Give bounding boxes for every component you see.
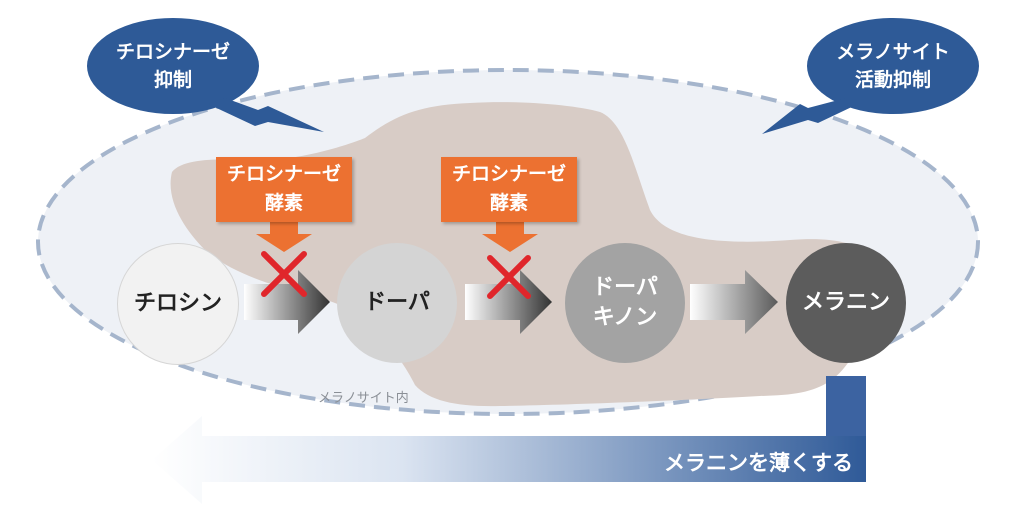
node-melanin: メラニン [786,243,906,363]
bubble-left-text: チロシナーゼ 抑制 [93,38,253,94]
enzyme-box-2-line-1: チロシナーゼ [451,163,566,185]
node-dopa: ドーパ [337,243,457,363]
bubble-left-line-2: 抑制 [153,69,192,91]
speech-bubble-right [762,18,979,134]
enzyme-box-1-line-1: チロシナーゼ [226,163,341,185]
result-arrow-stem [826,376,866,436]
block-mark-2 [487,255,531,299]
node-dopaquinone-line-2: キノン [592,305,658,330]
result-label: メラニンを薄くする [664,451,853,475]
node-dopaquinone: ドーパ キノン [565,243,685,363]
bubble-right-line-1: メラノサイト [836,41,950,63]
speech-bubble-left [87,18,324,132]
node-dopa-label: ドーパ [364,290,430,315]
enzyme-box-2: チロシナーゼ 酵素 [441,157,577,222]
reaction-arrow-2 [465,270,552,334]
bubble-right-line-2: 活動抑制 [854,69,931,91]
enzyme-arrow-2 [482,222,538,252]
enzyme-box-2-line-2: 酵素 [489,192,528,214]
reaction-arrow-3 [690,270,778,334]
enzyme-box-1: チロシナーゼ 酵素 [216,157,352,222]
enzyme-arrow-1 [256,222,312,252]
bubble-left-line-1: チロシナーゼ [115,41,230,63]
node-tyrosine-label: チロシン [133,291,222,316]
node-dopaquinone-line-1: ドーパ [592,275,658,300]
block-mark-1 [261,251,307,297]
bubble-right-text: メラノサイト 活動抑制 [813,38,973,94]
node-melanin-label: メラニン [801,290,890,315]
result-arrow [152,416,866,504]
region-label: メラノサイト内 [318,391,409,406]
enzyme-box-1-line-2: 酵素 [264,192,303,214]
node-tyrosine: チロシン [117,243,239,365]
reaction-arrow-1 [244,270,330,334]
